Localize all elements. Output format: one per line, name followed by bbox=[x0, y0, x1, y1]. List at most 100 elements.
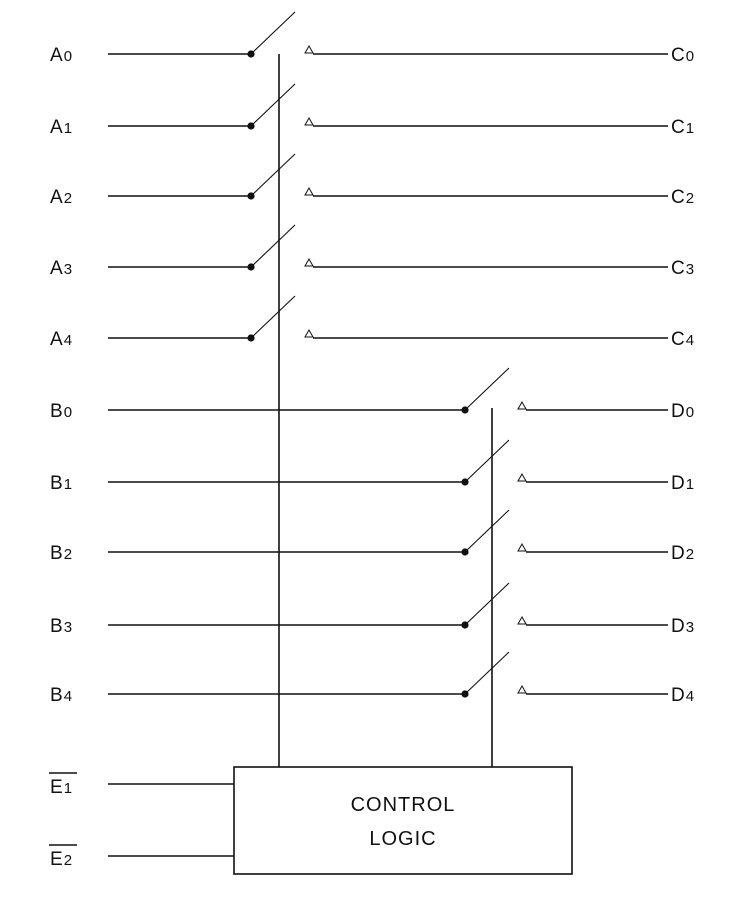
input-pin-label-index: 1 bbox=[64, 476, 72, 493]
control-logic-block: CONTROL LOGIC bbox=[233, 766, 573, 875]
output-pin-label-letter: D bbox=[671, 616, 685, 637]
switch-contact-icon bbox=[304, 186, 314, 196]
input-pin-label: A2 bbox=[50, 187, 72, 208]
switch-blade bbox=[464, 367, 510, 411]
switch-blade bbox=[250, 83, 296, 127]
output-pin-label-letter: D bbox=[671, 685, 685, 706]
output-pin-label-letter: D bbox=[671, 401, 685, 422]
input-pin-label: B3 bbox=[50, 616, 72, 637]
input-pin-label: A0 bbox=[50, 45, 72, 66]
input-pin-label: A4 bbox=[50, 329, 72, 350]
output-pin-label-index: 4 bbox=[686, 688, 694, 705]
switch-contact-icon bbox=[304, 116, 314, 126]
switch-contact-icon bbox=[304, 257, 314, 267]
input-pin-label: B0 bbox=[50, 401, 72, 422]
input-pin-label-letter: B bbox=[50, 685, 63, 706]
output-pin-label-letter: C bbox=[671, 45, 685, 66]
switch-contact-icon bbox=[517, 400, 527, 410]
output-pin-label: D0 bbox=[671, 401, 694, 422]
control-logic-label-line1: CONTROL bbox=[351, 794, 456, 816]
output-pin-label-index: 2 bbox=[686, 546, 694, 563]
output-pin-label: D2 bbox=[671, 543, 694, 564]
input-pin-label: A3 bbox=[50, 258, 72, 279]
enable-pin-label-index: 1 bbox=[64, 780, 72, 797]
input-pin-label: B4 bbox=[50, 685, 72, 706]
output-pin-label-letter: C bbox=[671, 187, 685, 208]
input-pin-label-index: 0 bbox=[64, 48, 72, 65]
output-pin-label-letter: D bbox=[671, 473, 685, 494]
input-pin-label-index: 2 bbox=[64, 190, 72, 207]
control-logic-label-line2: LOGIC bbox=[369, 828, 436, 850]
output-pin-label-index: 0 bbox=[686, 48, 694, 65]
switch-blade bbox=[250, 11, 296, 55]
output-pin-label: D1 bbox=[671, 473, 694, 494]
output-pin-label: C1 bbox=[671, 117, 694, 138]
input-pin-label-index: 3 bbox=[64, 261, 72, 278]
output-pin-label-index: 0 bbox=[686, 404, 694, 421]
output-pin-label: D4 bbox=[671, 685, 694, 706]
switch-contact-icon bbox=[517, 472, 527, 482]
switch-contact-icon bbox=[517, 684, 527, 694]
switch-blade bbox=[250, 224, 296, 268]
input-pin-label-letter: B bbox=[50, 473, 63, 494]
output-pin-label-index: 1 bbox=[686, 476, 694, 493]
input-pin-label: B2 bbox=[50, 543, 72, 564]
switch-contact-icon bbox=[304, 44, 314, 54]
switch-blade bbox=[250, 295, 296, 339]
enable-pin-label: E2 bbox=[50, 849, 72, 870]
switch-blade bbox=[250, 153, 296, 197]
input-pin-label-letter: A bbox=[50, 45, 63, 66]
input-pin-label-index: 3 bbox=[64, 619, 72, 636]
control-logic-box bbox=[233, 766, 573, 875]
input-pin-label-index: 2 bbox=[64, 546, 72, 563]
switch-contact-icon bbox=[517, 615, 527, 625]
output-pin-label-letter: D bbox=[671, 543, 685, 564]
enable-pin-label-index: 2 bbox=[64, 852, 72, 869]
enable-pin-label: E1 bbox=[50, 777, 72, 798]
output-pin-label-index: 4 bbox=[686, 332, 694, 349]
switch-contact-icon bbox=[304, 328, 314, 338]
enable-input: E2 bbox=[49, 844, 234, 870]
input-pin-label-letter: B bbox=[50, 616, 63, 637]
control-buses bbox=[278, 54, 493, 767]
output-pin-label-letter: C bbox=[671, 258, 685, 279]
output-pin-label-letter: C bbox=[671, 329, 685, 350]
input-pin-label-index: 4 bbox=[64, 332, 72, 349]
output-pin-label-letter: C bbox=[671, 117, 685, 138]
input-pin-label-index: 4 bbox=[64, 688, 72, 705]
output-pin-label-index: 3 bbox=[686, 261, 694, 278]
output-pin-label-index: 2 bbox=[686, 190, 694, 207]
input-pin-label-letter: A bbox=[50, 329, 63, 350]
output-pin-label: D3 bbox=[671, 616, 694, 637]
input-pin-label: B1 bbox=[50, 473, 72, 494]
output-pin-label-index: 1 bbox=[686, 120, 694, 137]
input-pin-label-letter: B bbox=[50, 543, 63, 564]
output-pin-label: C0 bbox=[671, 45, 694, 66]
output-pin-label: C2 bbox=[671, 187, 694, 208]
input-pin-label-letter: A bbox=[50, 258, 63, 279]
output-pin-label: C4 bbox=[671, 329, 694, 350]
switch-blade bbox=[464, 509, 510, 553]
output-pin-label: C3 bbox=[671, 258, 694, 279]
switch-blade bbox=[464, 439, 510, 483]
input-pin-label-letter: A bbox=[50, 187, 63, 208]
enable-pin-label-letter: E bbox=[50, 849, 63, 870]
enable-pin-label-letter: E bbox=[50, 777, 63, 798]
input-pin-label: A1 bbox=[50, 117, 72, 138]
input-pin-label-index: 0 bbox=[64, 404, 72, 421]
input-pin-label-letter: B bbox=[50, 401, 63, 422]
input-pin-label-letter: A bbox=[50, 117, 63, 138]
